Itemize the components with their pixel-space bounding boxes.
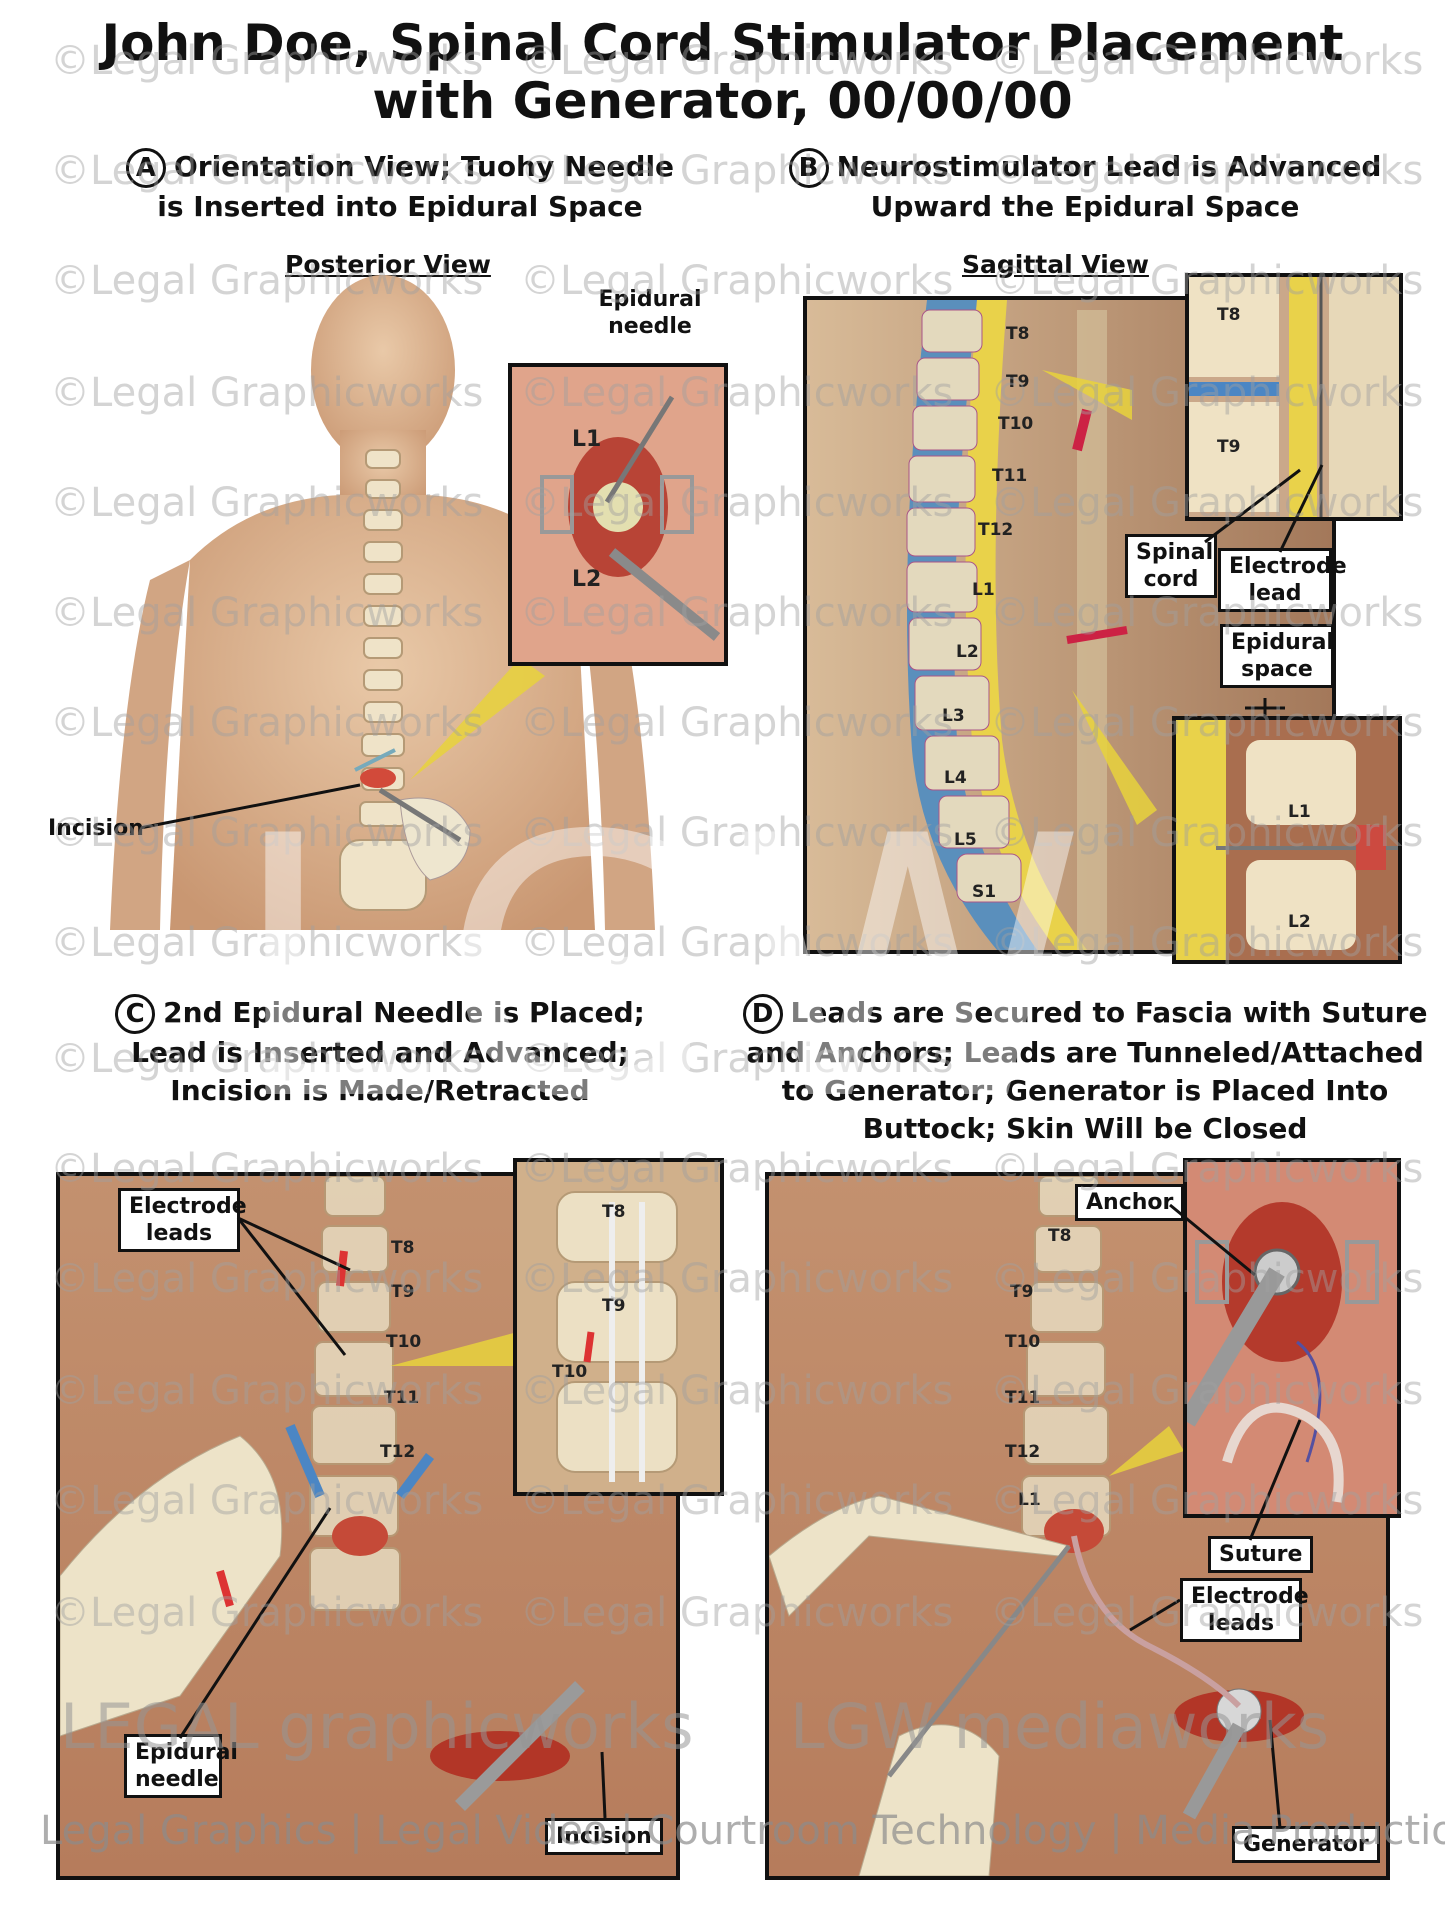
- panel-c-letter: C: [115, 994, 156, 1034]
- panel-b-line-1: Neurostimulator Lead is Advanced: [836, 150, 1382, 183]
- sag-l3: L3: [942, 706, 965, 726]
- d-t9: T9: [1010, 1282, 1034, 1302]
- panel-c-line-3: Incision is Made/Retracted: [170, 1074, 590, 1107]
- incision-label-a: Incision: [48, 816, 144, 841]
- panel-a-line-2: is Inserted into Epidural Space: [157, 190, 643, 223]
- posterior-view-label: Posterior View: [285, 250, 491, 279]
- panel-b-inset-top: T8 T9: [1185, 273, 1403, 521]
- panel-a-line-1: Orientation View; Tuohy Needle: [173, 150, 675, 183]
- inset-a-l1: L1: [572, 427, 602, 452]
- gloved-hand: [399, 797, 471, 881]
- panel-c-inset: T8 T9 T10: [513, 1158, 724, 1496]
- panel-b-inset-bottom: L1 L2: [1172, 716, 1402, 964]
- inset-b-t8: T8: [1217, 305, 1241, 325]
- panel-a-inset: L1 L2: [508, 363, 728, 666]
- page-title: John Doe, Spinal Cord Stimulator Placeme…: [0, 14, 1445, 130]
- brand-legal-graphicworks: LEGAL graphicworks: [60, 1690, 694, 1763]
- spinal-cord-label: Spinal cord: [1125, 534, 1217, 598]
- electrode-leads-label-d: Electrode leads: [1180, 1578, 1309, 1642]
- inset-c-t9: T9: [602, 1296, 626, 1316]
- c-t12: T12: [380, 1442, 416, 1462]
- d-t12: T12: [1005, 1442, 1041, 1462]
- inset-a-l2: L2: [572, 567, 602, 592]
- sag-l2: L2: [956, 642, 979, 662]
- panel-d-line-3: to Generator; Generator is Placed Into: [781, 1074, 1389, 1107]
- sag-t12: T12: [978, 520, 1014, 540]
- sag-t10: T10: [998, 414, 1034, 434]
- panel-d-line-2: and Anchors; Leads are Tunneled/Attached: [746, 1036, 1424, 1069]
- inset-b-t9: T9: [1217, 437, 1241, 457]
- sag-l5: L5: [954, 830, 977, 850]
- panel-c-line-2: Lead is Inserted and Advanced;: [131, 1036, 629, 1069]
- sag-t8: T8: [1006, 324, 1030, 344]
- spine-posterior: [339, 449, 427, 911]
- d-l1: L1: [1018, 1490, 1041, 1510]
- d-t10: T10: [1005, 1332, 1041, 1352]
- epidural-needle-label-c: Epidural needle: [124, 1734, 238, 1798]
- anchor-label: Anchor: [1075, 1184, 1185, 1221]
- d-t8: T8: [1048, 1226, 1072, 1246]
- sag-t11: T11: [992, 466, 1028, 486]
- suture-label: Suture: [1208, 1536, 1314, 1573]
- title-line-2: with Generator, 00/00/00: [372, 72, 1073, 130]
- panel-d-line-4: Buttock; Skin Will be Closed: [862, 1112, 1308, 1145]
- incision-site: [360, 768, 396, 788]
- electrode-leads-label-c: Electrode leads: [118, 1188, 247, 1252]
- sag-t9: T9: [1006, 372, 1030, 392]
- epidural-needle-label-a: Epidural needle: [598, 287, 702, 339]
- inset-b-l1: L1: [1288, 802, 1311, 822]
- incision-label-c: Incision: [545, 1818, 663, 1855]
- inset-b-l2: L2: [1288, 912, 1311, 932]
- c-t10: T10: [386, 1332, 422, 1352]
- epidural-space-label: Epidural space: [1220, 624, 1334, 688]
- c-t11: T11: [384, 1388, 420, 1408]
- sagittal-view-label: Sagittal View: [962, 250, 1149, 279]
- panel-d-letter: D: [742, 994, 783, 1034]
- d-t11: T11: [1005, 1388, 1041, 1408]
- inset-c-t10: T10: [552, 1362, 588, 1382]
- panel-b-line-2: Upward the Epidural Space: [870, 190, 1300, 223]
- panel-d-inset: [1183, 1158, 1401, 1518]
- panel-a-letter: A: [125, 148, 166, 188]
- electrode-lead-label: Electrode lead: [1218, 548, 1347, 612]
- sag-l4: L4: [944, 768, 967, 788]
- title-line-1: John Doe, Spinal Cord Stimulator Placeme…: [101, 14, 1344, 72]
- sag-s1: S1: [972, 882, 997, 902]
- c-t9: T9: [391, 1282, 415, 1302]
- panel-c-line-1: 2nd Epidural Needle is Placed;: [163, 996, 645, 1029]
- panel-d-line-1: Leads are Secured to Fascia with Suture: [790, 996, 1428, 1029]
- c-t8: T8: [391, 1238, 415, 1258]
- panel-b-letter: B: [788, 148, 829, 188]
- inset-c-t8: T8: [602, 1202, 626, 1222]
- brand-lgw-mediaworks: LGW mediaworks: [790, 1690, 1330, 1763]
- sag-l1: L1: [972, 580, 995, 600]
- generator-label: Generator: [1232, 1826, 1380, 1863]
- footer-tagline: Legal Graphics | Legal Video | Courtroom…: [40, 1808, 1445, 1854]
